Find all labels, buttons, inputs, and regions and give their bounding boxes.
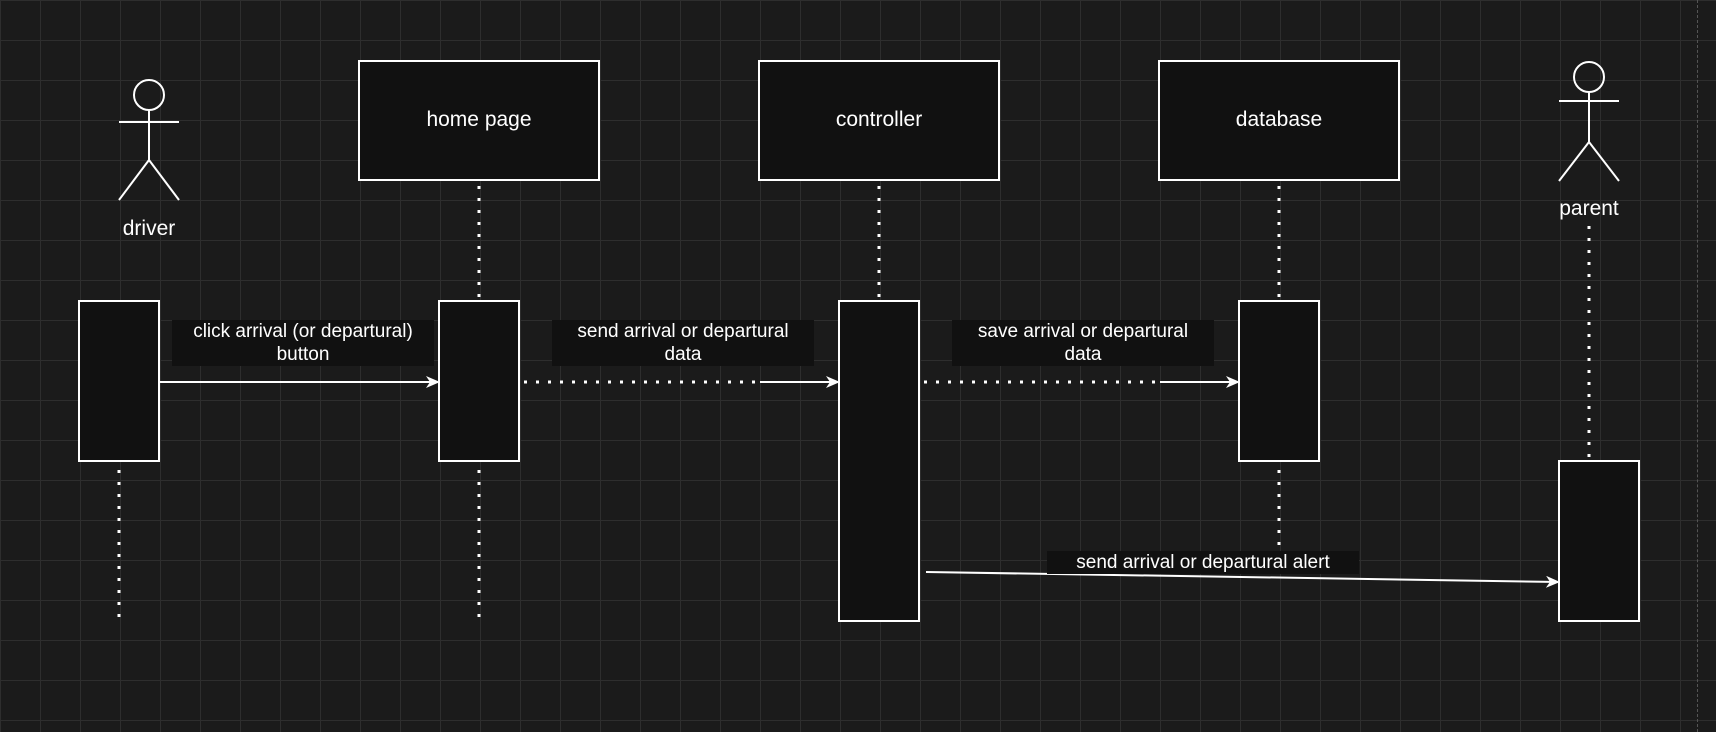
send-data-message-label: send arrival or departural data (552, 320, 814, 366)
driver-actor-label: driver (122, 217, 176, 240)
send-data-message-label-line1: send arrival or departural (577, 321, 789, 342)
save-data-message-label-line1: save arrival or departural (977, 321, 1189, 342)
parent-actor-icon[interactable] (1558, 61, 1620, 182)
home-page-activation-bar[interactable] (438, 300, 520, 462)
send-data-message-label-line2: data (664, 344, 702, 365)
alert-message-arrow[interactable] (925, 571, 1560, 588)
home-page-box[interactable] (358, 60, 600, 181)
home-page-label: home page (426, 108, 532, 131)
click-message-label-line1: click arrival (or departural) (193, 321, 413, 342)
alert-message-label-line1: send arrival or departural alert (1076, 552, 1330, 573)
controller-activation-bar[interactable] (838, 300, 920, 622)
page-boundary-line (1697, 0, 1698, 732)
driver-actor-icon[interactable] (118, 79, 180, 201)
alert-message-label: send arrival or departural alert (1047, 551, 1359, 574)
parent-activation-bar[interactable] (1558, 460, 1640, 622)
click-message-label: click arrival (or departural) button (172, 320, 434, 366)
save-data-message-label-line2: data (1064, 344, 1102, 365)
database-box[interactable] (1158, 60, 1400, 181)
controller-box[interactable] (758, 60, 1000, 181)
driver-activation-bar[interactable] (78, 300, 160, 462)
parent-actor-label: parent (1559, 197, 1619, 220)
database-activation-bar[interactable] (1238, 300, 1320, 462)
save-data-message-label: save arrival or departural data (952, 320, 1214, 366)
click-message-label-line2: button (276, 344, 330, 365)
database-label: database (1235, 108, 1323, 131)
controller-label: controller (835, 108, 923, 131)
